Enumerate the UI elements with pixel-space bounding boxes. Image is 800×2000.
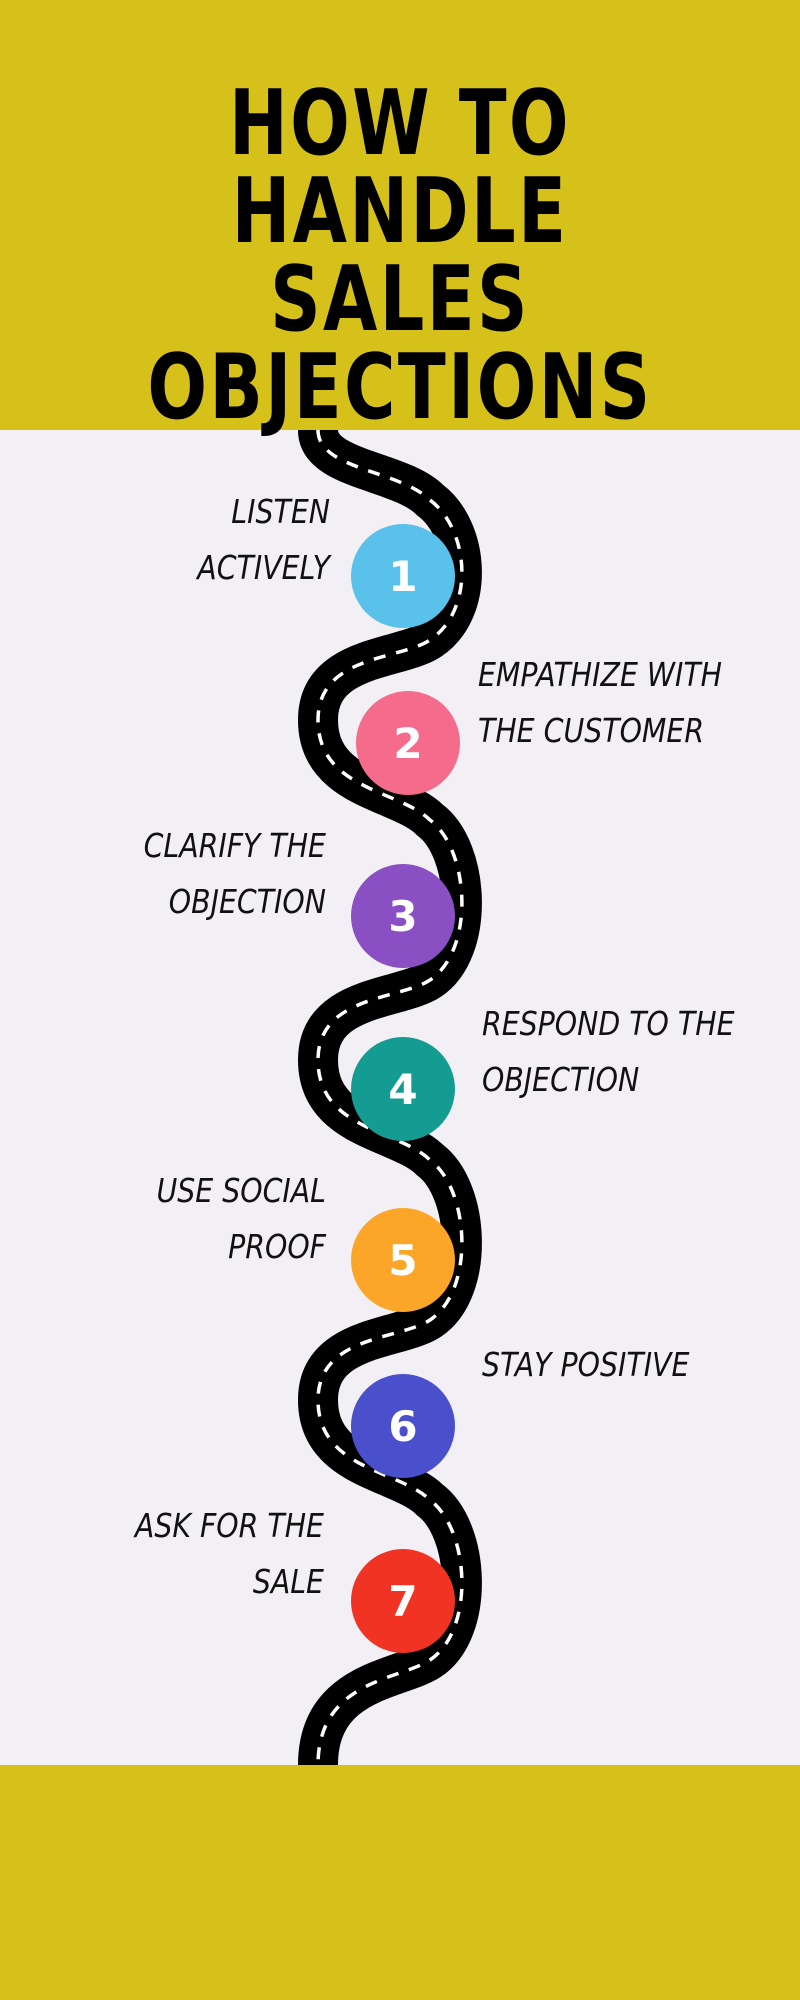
step-5-label: USE SOCIAL PROOF xyxy=(86,1163,326,1275)
step-label-line: OBJECTION xyxy=(168,882,326,921)
footer-banner xyxy=(0,1765,800,2000)
step-3-label: CLARIFY THE OBJECTION xyxy=(86,818,326,930)
title-line: HOW TO HANDLE xyxy=(229,71,571,264)
step-2-label: EMPATHIZE WITH THE CUSTOMER xyxy=(478,647,723,759)
step-7-badge: 7 xyxy=(351,1549,455,1653)
step-6-label: STAY POSITIVE xyxy=(482,1337,722,1393)
step-4-label: RESPOND TO THE OBJECTION xyxy=(482,996,735,1108)
step-label-line: EMPATHIZE WITH xyxy=(478,655,723,694)
step-1-label: LISTEN ACTIVELY xyxy=(90,484,330,596)
step-2-badge: 2 xyxy=(356,691,460,795)
step-label-line: ASK FOR THE xyxy=(134,1506,324,1545)
step-6-badge: 6 xyxy=(351,1374,455,1478)
step-1-badge: 1 xyxy=(351,524,455,628)
step-label-line: CLARIFY THE xyxy=(143,826,326,865)
step-label-line: SALE xyxy=(252,1562,324,1601)
step-7-label: ASK FOR THE SALE xyxy=(84,1498,324,1610)
step-label-line: RESPOND TO THE xyxy=(482,1004,735,1043)
step-label-line: STAY POSITIVE xyxy=(482,1345,690,1384)
page-title: HOW TO HANDLE SALES OBJECTIONS xyxy=(0,71,800,440)
title-line: OBJECTIONS xyxy=(147,335,653,440)
step-3-badge: 3 xyxy=(351,864,455,968)
header-banner xyxy=(0,0,800,430)
title-line: SALES xyxy=(270,247,530,352)
step-label-line: PROOF xyxy=(228,1227,326,1266)
step-label-line: OBJECTION xyxy=(482,1060,640,1099)
road-marking xyxy=(316,429,464,1766)
step-label-line: ACTIVELY xyxy=(197,548,330,587)
step-label-line: USE SOCIAL xyxy=(156,1171,326,1210)
step-label-line: LISTEN xyxy=(231,492,330,531)
step-4-badge: 4 xyxy=(351,1037,455,1141)
step-5-badge: 5 xyxy=(351,1208,455,1312)
step-label-line: THE CUSTOMER xyxy=(478,711,705,750)
